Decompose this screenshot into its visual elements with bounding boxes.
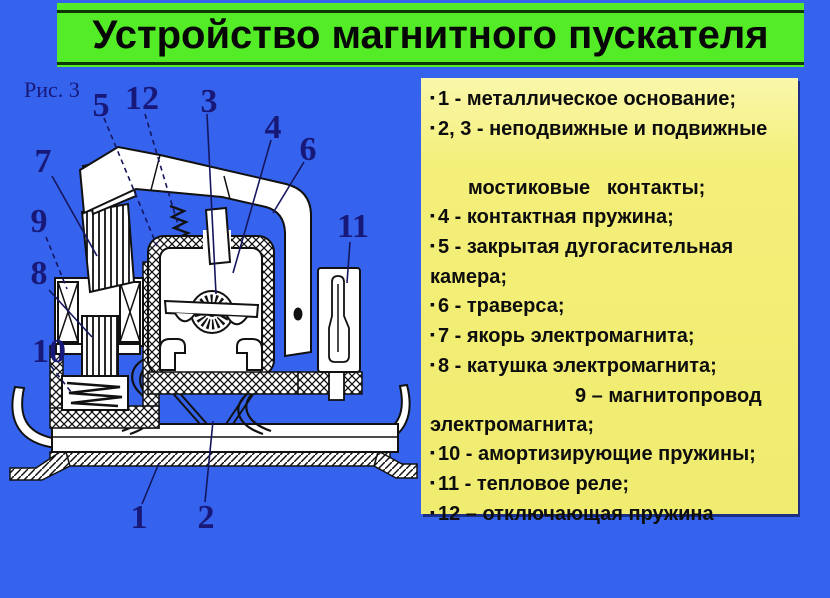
base-molding <box>147 371 363 401</box>
legend-item: мостиковые контакты; <box>468 177 706 199</box>
legend-item: ▪8 - катушка электромагнита; <box>430 352 794 382</box>
figure-caption: Рис. 3 <box>24 77 80 102</box>
page-title: Устройство магнитного пускателя <box>92 12 769 57</box>
shock-spring <box>61 375 129 411</box>
legend-spacer <box>430 145 794 174</box>
legend-item: ▪6 - траверса; <box>430 292 794 322</box>
magnet-core <box>81 315 119 383</box>
bullet-square-icon: ▪ <box>430 237 435 253</box>
legend-item: ▪2, 3 - неподвижные и подвижные <box>430 115 794 145</box>
bullet-square-icon: ▪ <box>430 207 435 223</box>
bridge-contact <box>163 299 260 326</box>
legend-item: ▪10 - амортизирующие пружины; <box>430 440 794 470</box>
fixed-contacts <box>159 338 263 371</box>
legend-item: ▪1 - металлическое основание; <box>430 85 794 115</box>
bullet-square-icon: ▪ <box>430 474 435 490</box>
figure-label-5: 5 <box>93 87 110 124</box>
bullet-square-icon: ▪ <box>430 296 435 312</box>
legend-item: электромагнита; <box>430 414 595 436</box>
figure-label-1: 1 <box>131 499 148 536</box>
bullet-square-icon: ▪ <box>430 356 435 372</box>
legend-item: ▪12 – отключающая пружина <box>430 500 794 530</box>
banner-bevel <box>57 10 804 65</box>
figure-label-4: 4 <box>265 109 282 146</box>
base-plate <box>9 451 418 481</box>
bullet-square-icon: ▪ <box>430 89 435 105</box>
figure-label-7: 7 <box>35 143 52 180</box>
figure-label-9: 9 <box>31 203 48 240</box>
figure-label-12: 12 <box>125 80 159 117</box>
legend-item: ▪11 - тепловое реле; <box>430 470 794 500</box>
figure-label-2: 2 <box>198 499 215 536</box>
bullet-square-icon: ▪ <box>430 326 435 342</box>
legend-panel: ▪1 - металлическое основание;▪2, 3 - неп… <box>421 78 798 525</box>
figure-label-10: 10 <box>32 333 66 370</box>
contact-rod <box>204 206 232 266</box>
bullet-square-icon: ▪ <box>430 444 435 460</box>
leader-lines <box>45 113 351 505</box>
legend-item: 9 – магнитопровод <box>575 385 762 407</box>
figure-label-8: 8 <box>31 255 48 292</box>
bullet-square-icon: ▪ <box>430 504 435 520</box>
thermal-relay <box>317 267 361 373</box>
figure-label-6: 6 <box>300 131 317 168</box>
bullet-square-icon: ▪ <box>430 119 435 135</box>
figure-label-11: 11 <box>337 208 369 245</box>
legend-item: камера; <box>430 266 508 288</box>
legend-item: ▪5 - закрытая дугогасительная <box>430 233 794 263</box>
legend-item: ▪4 - контактная пружина; <box>430 203 794 233</box>
legend-item: ▪7 - якорь электромагнита; <box>430 322 794 352</box>
figure-label-3: 3 <box>201 83 218 120</box>
title-banner: Устройство магнитного пускателя <box>57 3 804 67</box>
